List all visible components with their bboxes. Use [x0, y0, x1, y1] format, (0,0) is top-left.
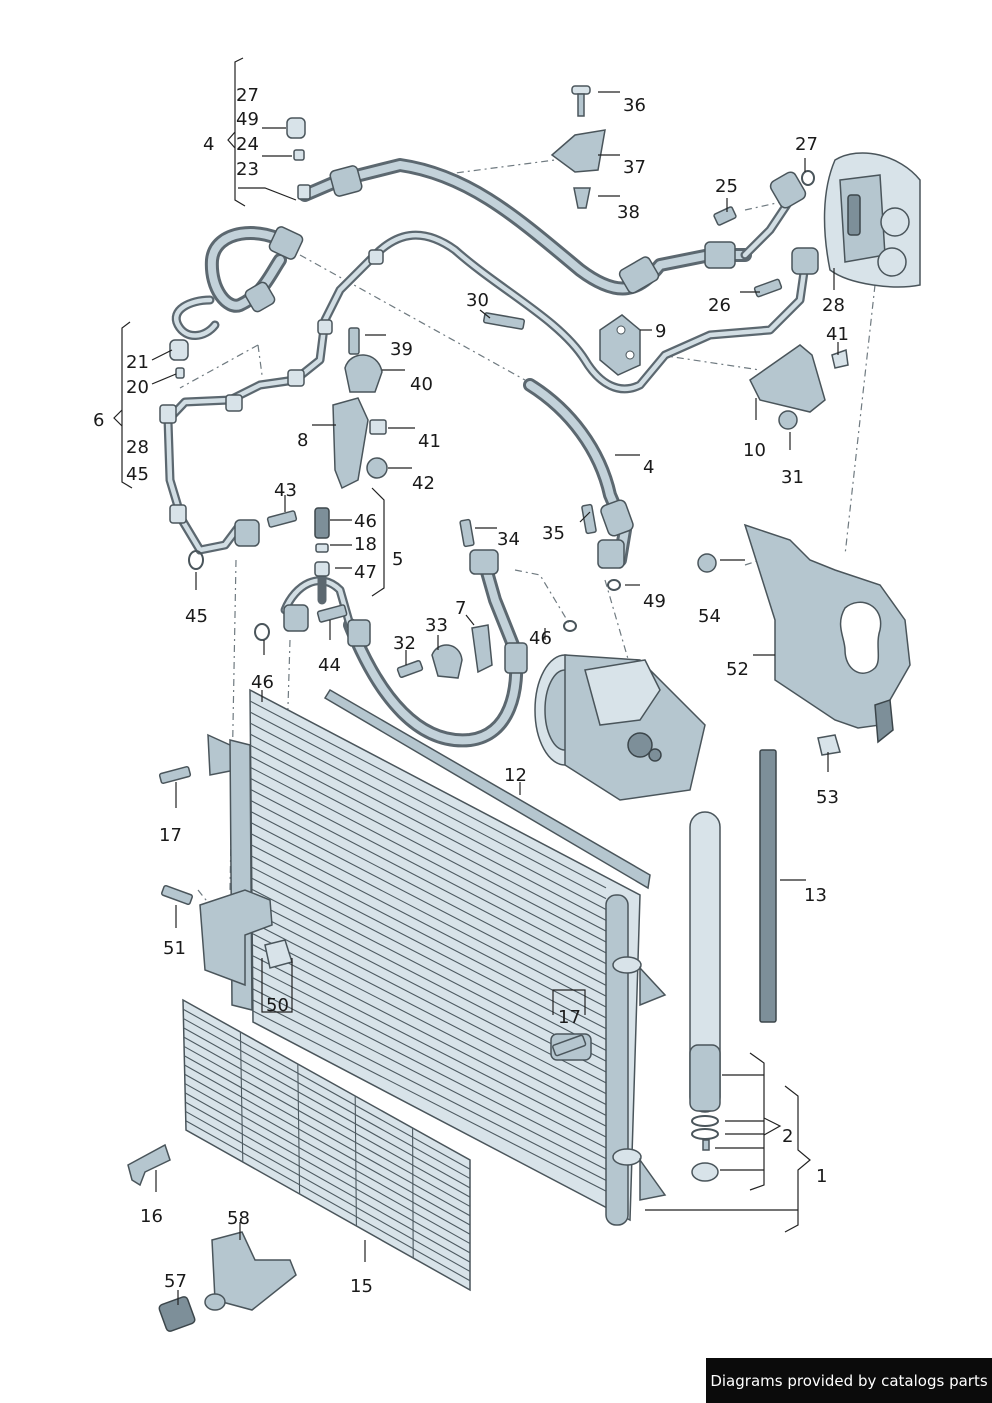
callout-18: 18: [354, 534, 377, 555]
callout-26: 26: [708, 295, 731, 316]
callout-28: 28: [822, 295, 845, 316]
callout-44: 44: [318, 655, 341, 676]
callout-45: 45: [185, 606, 208, 627]
callout-57: 57: [164, 1271, 187, 1292]
seal-strip-12: [323, 688, 651, 890]
callout-54: 54: [698, 606, 721, 627]
callout-47: 47: [354, 562, 377, 583]
callout-58: 58: [227, 1208, 250, 1229]
evaporator-connector: [823, 152, 921, 288]
callout-37: 37: [623, 157, 646, 178]
callout-39: 39: [390, 339, 413, 360]
callout-21: 21: [126, 352, 149, 373]
hose-fittings: [159, 165, 819, 674]
callout-7: 7: [455, 598, 466, 619]
callout-25: 25: [715, 176, 738, 197]
callout-4: 4: [643, 457, 654, 478]
callout-5: 5: [392, 549, 403, 570]
seal-52: [743, 523, 911, 756]
callout-31: 31: [781, 467, 804, 488]
callout-32: 32: [393, 633, 416, 654]
callout-13: 13: [804, 885, 827, 906]
callout-46: 46: [354, 511, 377, 532]
dryer-parts: [689, 749, 777, 1182]
callout-34: 34: [497, 529, 520, 550]
callout-10: 10: [743, 440, 766, 461]
callout-16: 16: [140, 1206, 163, 1227]
callout-1: 1: [816, 1166, 827, 1187]
callout-4: 4: [203, 134, 214, 155]
callout-33: 33: [425, 615, 448, 636]
small-parts: [169, 85, 849, 679]
callout-17: 17: [159, 825, 182, 846]
callout-35: 35: [542, 523, 565, 544]
callout-15: 15: [350, 1276, 373, 1297]
footer-credit: Diagrams provided by catalogs parts: [706, 1358, 992, 1403]
callout-28: 28: [126, 437, 149, 458]
callout-labels: 27 49 24 23 4 36 37 38 27 25 26 28 41 30…: [93, 85, 849, 1297]
callout-43: 43: [274, 480, 297, 501]
callout-41: 41: [826, 324, 849, 345]
ac-compressor: [534, 654, 706, 801]
callout-12: 12: [504, 765, 527, 786]
bottom-parts: [127, 765, 587, 1332]
callout-49: 49: [643, 591, 666, 612]
callout-27: 27: [795, 134, 818, 155]
callout-27: 27: [236, 85, 259, 106]
callout-20: 20: [126, 377, 149, 398]
callout-2: 2: [782, 1126, 793, 1147]
callout-46: 46: [251, 672, 274, 693]
callout-52: 52: [726, 659, 749, 680]
callout-42: 42: [412, 473, 435, 494]
callout-51: 51: [163, 938, 186, 959]
callout-30: 30: [466, 290, 489, 311]
callout-8: 8: [297, 430, 308, 451]
callout-9: 9: [655, 321, 666, 342]
callout-24: 24: [236, 134, 259, 155]
callout-49: 49: [236, 109, 259, 130]
leader-lines: [113, 57, 839, 1305]
condenser: [199, 688, 667, 1226]
callout-23: 23: [236, 159, 259, 180]
callout-41: 41: [418, 431, 441, 452]
callout-6: 6: [93, 410, 104, 431]
grille-15: [182, 998, 471, 1292]
callout-17: 17: [558, 1007, 581, 1028]
callout-45: 45: [126, 464, 149, 485]
callout-53: 53: [816, 787, 839, 808]
callout-38: 38: [617, 202, 640, 223]
callout-50: 50: [266, 995, 289, 1016]
callout-36: 36: [623, 95, 646, 116]
callout-40: 40: [410, 374, 433, 395]
callout-46: 46: [529, 628, 552, 649]
